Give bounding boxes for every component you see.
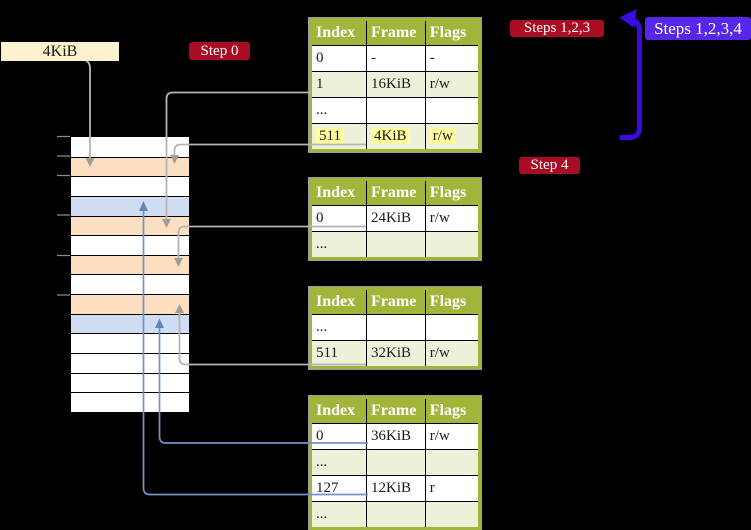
table-cell: 511 [312, 124, 366, 149]
table-cell: r/w [424, 424, 478, 449]
memory-row [71, 235, 189, 255]
table-cell: ... [316, 506, 328, 522]
table-cell: 16KiB [366, 72, 425, 97]
highlight: 511 [316, 128, 344, 144]
header-cell: Frame [366, 181, 425, 205]
table-cell: r/w [424, 206, 478, 231]
table-cell: 1 [316, 76, 324, 92]
page-table-4: Index Frame Flags 0 36KiB r/w ... 127 12… [308, 395, 482, 530]
steps-123-badge: Steps 1,2,3 [510, 20, 604, 37]
page-table-1: Index Frame Flags 0 - - 1 16KiB r/w ... … [308, 17, 482, 153]
header-cell: Flags [424, 181, 478, 205]
header-cell: Frame [366, 290, 425, 314]
table-cell: - [366, 46, 425, 71]
table-row: ... [312, 314, 478, 340]
header-cell: Flags [424, 21, 478, 45]
table-cell: 32KiB [366, 341, 425, 366]
table-cell [366, 315, 425, 340]
table-cell: 36KiB [366, 424, 425, 449]
table-row: 0 24KiB r/w [312, 205, 478, 231]
table-cell: r/w [424, 341, 478, 366]
step-4-badge: Step 4 [519, 157, 580, 174]
table-row: ... [312, 449, 478, 475]
memory-row [71, 254, 189, 275]
steps-1234-badge: Steps 1,2,3,4 [645, 17, 751, 40]
header-cell: Index [316, 184, 356, 201]
physical-memory-column [70, 136, 190, 413]
table-cell [424, 502, 478, 527]
table-cell: 511 [316, 345, 338, 361]
table-cell: 0 [316, 428, 324, 444]
table-row: ... [312, 97, 478, 123]
recursive-loop-arrowhead [619, 9, 637, 28]
page-table-2: Index Frame Flags 0 24KiB r/w ... [308, 177, 482, 261]
header-cell: Frame [366, 399, 425, 423]
table-header: Index Frame Flags [312, 181, 478, 205]
table-cell: - [424, 46, 478, 71]
table-cell: 4KiB [366, 124, 425, 149]
table-cell: ... [316, 236, 328, 252]
header-cell: Flags [424, 290, 478, 314]
highlight: 4KiB [371, 128, 410, 144]
table-cell: 0 [316, 210, 324, 226]
memory-row [71, 156, 189, 177]
header-cell: Frame [366, 21, 425, 45]
memory-row [71, 392, 189, 412]
step-0-badge: Step 0 [189, 42, 250, 60]
table-row-highlighted: 511 4KiB r/w [312, 123, 478, 149]
table-cell: r/w [424, 72, 478, 97]
table-cell: 0 [316, 50, 324, 66]
table-row: ... [312, 501, 478, 527]
memory-row [71, 195, 189, 216]
memory-address-box: 4KiB [1, 42, 119, 61]
table-cell [366, 98, 425, 123]
table-cell [424, 232, 478, 257]
table-row: 1 16KiB r/w [312, 71, 478, 97]
table-cell: 127 [316, 480, 339, 496]
highlight: r/w [429, 128, 456, 144]
table-header: Index Frame Flags [312, 21, 478, 45]
memory-row [71, 333, 189, 354]
table-cell: r/w [424, 124, 478, 149]
table-cell: 12KiB [366, 476, 425, 501]
header-cell: Index [316, 293, 356, 310]
table-row: 0 36KiB r/w [312, 423, 478, 449]
table-cell: r [424, 476, 478, 501]
memory-row [71, 353, 189, 373]
header-cell: Index [316, 402, 356, 419]
page-table-3: Index Frame Flags ... 511 32KiB r/w [308, 286, 482, 370]
memory-row [71, 274, 189, 295]
recursive-loop-arrow [620, 18, 642, 140]
memory-row [71, 176, 189, 196]
table-row: 511 32KiB r/w [312, 340, 478, 366]
memory-row [71, 372, 189, 393]
table-cell: ... [316, 102, 328, 118]
memory-row [71, 294, 189, 314]
table-cell [424, 315, 478, 340]
table-cell: ... [316, 454, 328, 470]
table-cell [366, 502, 425, 527]
table-row: 127 12KiB r [312, 475, 478, 501]
memory-row [71, 215, 189, 236]
table-cell [424, 98, 478, 123]
table-cell [424, 450, 478, 475]
memory-row [71, 313, 189, 334]
table-cell [366, 450, 425, 475]
table-row: 0 - - [312, 45, 478, 71]
table-header: Index Frame Flags [312, 399, 478, 423]
table-row: ... [312, 231, 478, 257]
header-cell: Index [316, 24, 356, 41]
table-cell [366, 232, 425, 257]
table-cell: ... [316, 319, 328, 335]
memory-ticks [57, 135, 70, 296]
table-header: Index Frame Flags [312, 290, 478, 314]
memory-row [71, 137, 189, 157]
table-cell: 24KiB [366, 206, 425, 231]
header-cell: Flags [424, 399, 478, 423]
